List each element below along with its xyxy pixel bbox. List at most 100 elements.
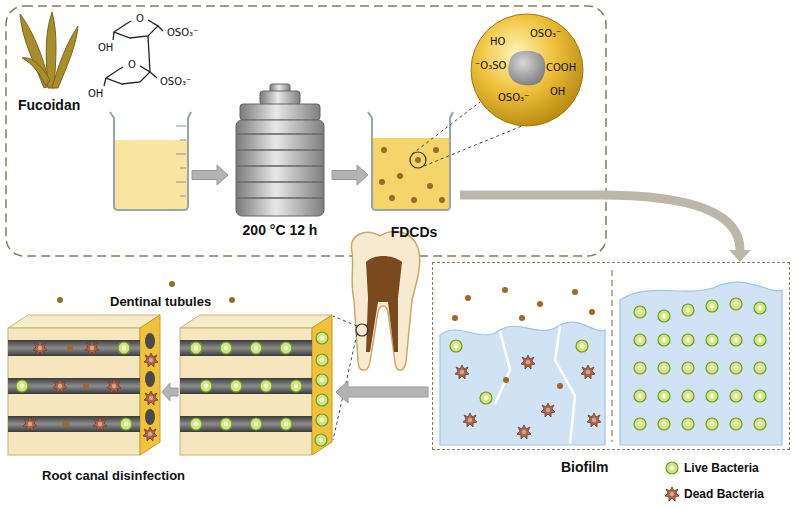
carbon-dot-particle-part [508,51,545,86]
dentin-block-infected-part [316,414,328,426]
biofilm-disrupted-part [541,403,555,417]
biofilm-intact-part [682,362,694,374]
beaker-part [115,140,187,209]
synthesis-frame [6,6,606,256]
biofilm-intact-part [634,334,646,346]
fdcd-beaker-part-part [389,195,395,201]
biofilm-intact-part [754,302,766,314]
dentin-block-treated-part [83,383,89,389]
dentin-block-infected-part [316,394,328,406]
biofilm-disrupted-part [587,413,601,427]
seaweed-part [22,58,50,86]
dentin-block-infected-part [180,328,312,455]
dentin-block-treated-part [8,328,140,455]
carbon-dot-particle-part [471,14,583,126]
biofilm-intact-part [682,390,694,402]
dentin-block-treated-part [140,315,160,455]
process-arrow [162,383,178,401]
dentin-block-treated-part [145,409,155,425]
beaker-part-part [176,125,186,126]
beaker-part [176,126,186,196]
autoclave-part [237,134,323,198]
carbon-dot-particle [471,14,583,126]
autoclave-part-part [237,197,323,199]
dentin-block-infected [180,315,332,455]
process-arrow [460,195,751,262]
dentin-block-infected-part [260,380,272,392]
legend-icon-dead [665,487,679,501]
seaweed-part [52,26,78,88]
biofilm-intact-part [754,390,766,402]
fdcd-beaker-part-part [379,179,385,185]
step-label: 200 °C 12 h [243,222,318,238]
group-label: COOH [546,62,576,73]
dentin-block-treated-part [16,380,28,392]
dentin-block-infected-part [180,416,312,432]
group-label: OSO₃⁻ [160,76,191,87]
arrow-head [729,250,751,262]
step-label: FDCDs [391,224,438,240]
process-arrow [332,165,368,185]
dentin-block-treated-part [144,353,158,367]
autoclave-part-part [237,149,323,151]
dentin-block-infected-part [316,354,328,366]
beaker [110,112,191,210]
dentin-block-infected-part [200,380,212,392]
dentin-block-treated-part [8,416,140,432]
dentin-block-treated-part [8,340,140,356]
dentin-block-infected-part [280,418,292,430]
biofilm-intact-part [634,390,646,402]
biofilm-intact-part [706,334,718,346]
fdcd-beaker-part-part [397,173,403,179]
dentin-block-infected-part [190,342,202,354]
biofilm-intact-part [754,334,766,346]
process-arrow-shape [192,165,228,185]
biofilm-disrupted-part [502,287,508,293]
group-label: ⁻O₃SO [475,60,506,71]
dentin-block-treated-part [107,379,121,393]
biofilm-intact-part [730,334,742,346]
group-label: OH [550,86,565,97]
biofilm-intact-part [658,310,670,322]
material-step: Fucoidan [14,8,192,216]
biofilm-disrupted-part [521,355,535,369]
dentin-block-treated-part [93,417,107,431]
group-label: OH [98,42,113,53]
legend-icon-live [666,462,678,474]
group-label: OH [88,88,103,99]
panel-divider [611,270,612,442]
biofilm-intact-part [620,282,782,445]
dentin-block-infected-part [220,342,232,354]
dentin-block-treated-part [53,379,67,393]
tooth-part [333,316,357,440]
dentin-block-infected-part [220,418,232,430]
biofilm-intact-part [706,418,718,430]
legend-label: Live Bacteria [684,461,759,475]
biofilm-disrupted-part [572,289,578,295]
biofilm-disrupted-part [581,365,595,379]
biofilm-intact-part [730,390,742,402]
biofilm-intact [620,282,782,445]
biofilm-disrupted-part [517,425,531,439]
biofilm-intact-part [682,418,694,430]
group-label: OSO₃⁻ [530,28,561,39]
atom-label: O [128,59,136,70]
seaweed-part [20,14,50,88]
dentin-block-infected-part [316,332,328,344]
dentin-block-infected-part [280,342,292,354]
dentin-block-treated-part [8,378,140,394]
autoclave-part [236,120,324,216]
dentin-block-treated-part [33,341,47,355]
legend-label: Dead Bacteria [684,487,764,501]
biofilm-disrupted-part [440,322,605,445]
biofilm-disrupted-part [519,315,525,321]
biofilm-intact-part [706,390,718,402]
fdcd-beaker-part [379,147,445,203]
seaweed [20,12,78,88]
biofilm-disrupted-part [537,301,543,307]
atom-label: O [136,13,144,24]
dentin-block-treated-part [8,315,160,328]
dentin-block-infected-part [290,380,302,392]
